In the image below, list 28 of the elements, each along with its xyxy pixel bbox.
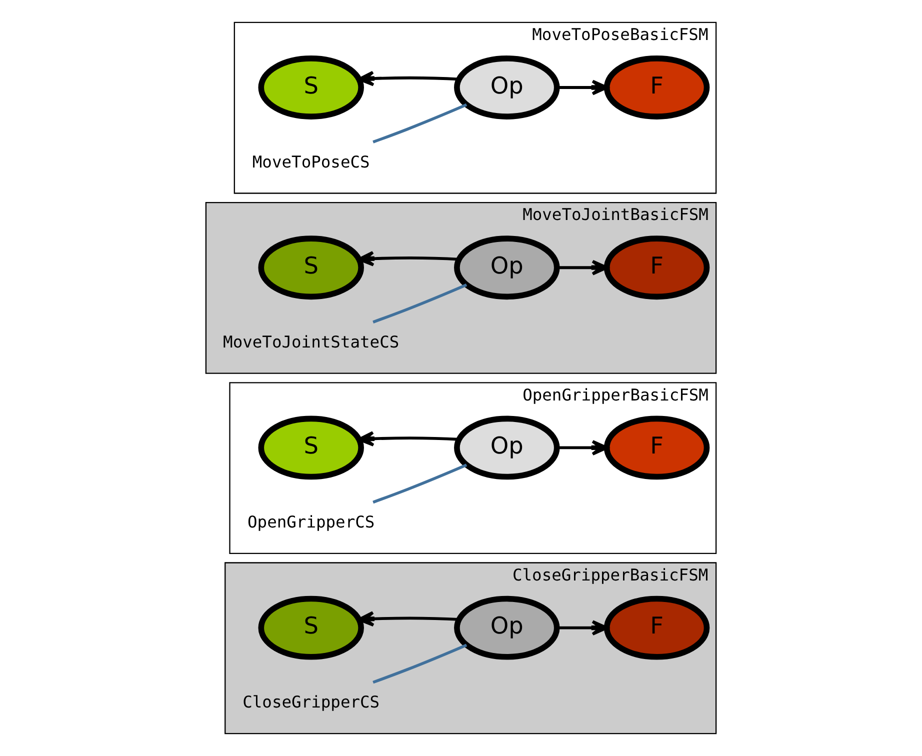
node-ellipse: Op — [454, 236, 560, 300]
node-text: CloseGripperCS — [242, 692, 380, 712]
arrow — [358, 431, 460, 446]
arrow — [557, 620, 608, 636]
node-ellipse: F — [604, 56, 710, 120]
node-ellipse: F — [604, 236, 710, 300]
connector — [372, 284, 468, 324]
node-ellipse: S — [258, 56, 364, 120]
node-ellipse: S — [258, 236, 364, 300]
node-text: MoveToPoseCS — [252, 152, 370, 172]
connector — [372, 103, 468, 144]
node-ellipse: Op — [454, 596, 560, 660]
node-ellipse: F — [604, 416, 710, 480]
arrow — [358, 250, 460, 266]
node-ellipse: Op — [454, 416, 560, 480]
node-text: OpenGripperCS — [248, 512, 375, 532]
node-text: MoveToJointStateCS — [223, 332, 400, 352]
arrow — [358, 70, 460, 86]
node-ellipse: F — [604, 596, 710, 660]
node-ellipse: S — [258, 416, 364, 480]
connector — [372, 644, 468, 684]
arrow — [557, 440, 608, 456]
arrow — [358, 611, 460, 627]
node-ellipse: S — [258, 596, 364, 660]
arrow — [557, 260, 608, 276]
node-ellipse: Op — [454, 56, 560, 120]
arrow — [557, 80, 608, 96]
connector — [372, 464, 468, 504]
